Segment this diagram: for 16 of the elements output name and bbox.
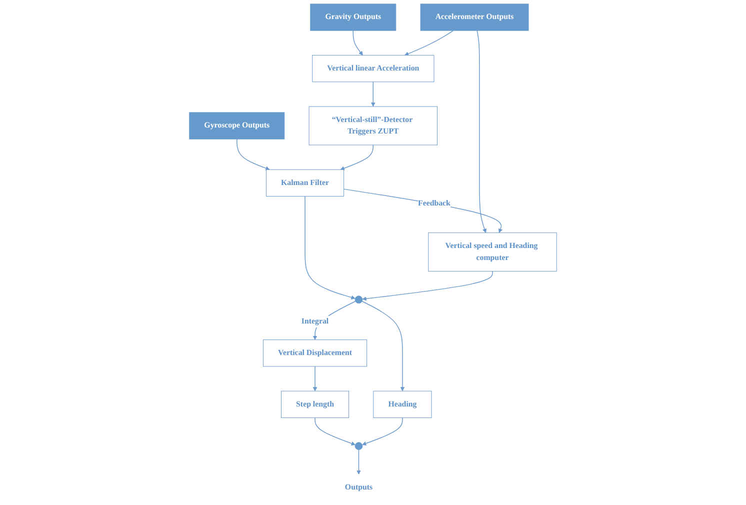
arrow [370, 82, 376, 107]
arrow [312, 366, 318, 392]
arrow [314, 417, 356, 446]
arrow [362, 417, 403, 446]
node-circle [354, 442, 363, 450]
arrow [362, 270, 493, 301]
node-circle [354, 296, 363, 304]
arrow [340, 144, 374, 170]
arrow [304, 196, 356, 300]
arrow [343, 188, 503, 233]
arrow [404, 30, 454, 56]
arrow [236, 138, 270, 170]
arrow [476, 30, 487, 233]
arrow [362, 300, 405, 392]
arrow [352, 30, 363, 56]
arrow [356, 449, 361, 475]
